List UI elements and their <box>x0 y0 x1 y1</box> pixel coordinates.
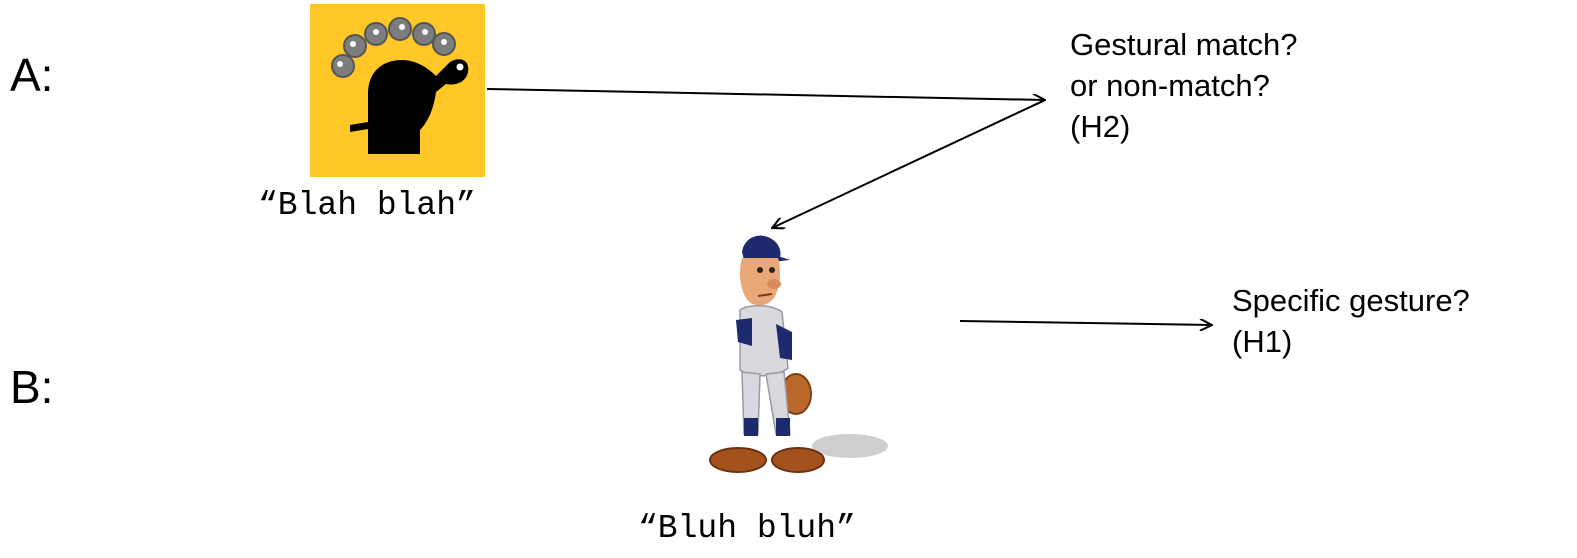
arrow-h1-to-b <box>959 321 1212 325</box>
annotation-h2-line2: or non-match? <box>1070 68 1270 103</box>
annotation-h2-line3: (H2) <box>1070 109 1131 144</box>
speaker-b-utterance: “Bluh bluh” <box>638 510 856 547</box>
speaker-a-figure <box>310 4 485 177</box>
cartoon-baseball-player-icon <box>709 235 888 473</box>
speaker-a-label: A: <box>10 49 54 101</box>
annotation-h1-line1: Specific gesture? <box>1232 283 1470 318</box>
speaker-b-figure <box>700 228 890 484</box>
arrow-h2-to-a <box>486 88 1045 100</box>
agent-with-light-bulbs-icon <box>310 4 485 177</box>
annotation-h1: Specific gesture? (H1) <box>1232 280 1470 362</box>
speaker-b-label: B: <box>10 361 54 413</box>
annotation-h2: Gestural match? or non-match? (H2) <box>1070 24 1297 147</box>
annotation-h2-line1: Gestural match? <box>1070 27 1298 62</box>
arrow-h2-to-b <box>772 99 1046 228</box>
speaker-a-utterance: “Blah blah” <box>258 187 476 224</box>
annotation-h1-line2: (H1) <box>1232 324 1293 359</box>
